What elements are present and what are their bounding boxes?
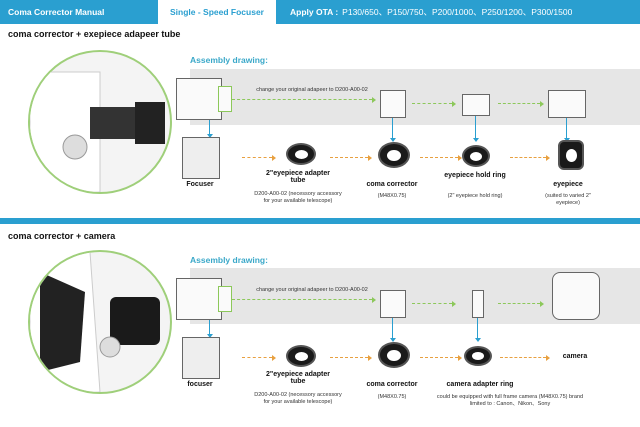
section1-arrow-3 <box>420 154 462 161</box>
section1-coma-part <box>378 142 410 168</box>
section1-hold-label: eyepiece hold ring <box>444 172 506 179</box>
section2-v-arrow-coma <box>389 318 396 342</box>
section1-eyepiece-label: eyepiece <box>553 181 583 188</box>
section2-focuser-label: focuser <box>187 381 213 388</box>
section1-v-arrow-hold <box>472 116 479 142</box>
section1-eyepiece-drawing <box>548 90 586 118</box>
section2-coma-label: coma corrector <box>366 381 418 388</box>
section1-coma-sub: (M48X0.75) <box>377 193 407 199</box>
section1-hold-drawing <box>462 94 490 116</box>
section1-v-arrow-coma <box>389 118 396 142</box>
section1-eyepiece-sub: (suited to varied 2" eyepiece) <box>545 193 591 206</box>
section1-adapter-highlight <box>218 86 232 112</box>
section2-assembly-title: Assembly drawing: <box>190 255 268 265</box>
section2-green-arrow-2 <box>412 300 456 307</box>
section1-v-arrow-focuser <box>206 120 213 138</box>
ota-label: Apply OTA : <box>290 7 339 17</box>
section2-arrow-3 <box>420 354 462 361</box>
section1-title: coma corrector + exepiece adapeer tube <box>8 29 181 39</box>
section1-focuser-drawing <box>176 78 222 120</box>
section1-green-arrow-2 <box>412 100 456 107</box>
section1-v-arrow-eyepiece <box>563 118 570 142</box>
manual-title: Coma Corrector Manual <box>8 7 105 17</box>
section2-v-arrow-focuser <box>206 320 213 338</box>
section2-ring-drawing <box>472 290 484 318</box>
section1-coma-drawing <box>380 90 406 118</box>
section2-green-arrow-3 <box>498 300 544 307</box>
section2-adapter-highlight <box>218 286 232 312</box>
section1-assembly-title: Assembly drawing: <box>190 55 268 65</box>
section2-adapter-label: 2"eyepiece adapter tube <box>265 371 331 385</box>
section2-adapter-sub: D200-A00-02 (necessory accessory for you… <box>254 392 342 405</box>
section1-coma-label: coma corrector <box>366 181 418 188</box>
section1-adapter-part <box>286 143 316 165</box>
section1-focuser-label: Focuser <box>186 181 214 188</box>
ota-info: Apply OTA :P130/650、P150/750、P200/1000、P… <box>276 6 572 18</box>
telescope-camera-illustration <box>30 252 160 392</box>
section1-green-arrow-3 <box>498 100 544 107</box>
section2-focuser-part <box>182 337 220 379</box>
ota-values: P130/650、P150/750、P200/1000、P250/1200、P3… <box>342 7 573 17</box>
section-divider <box>0 218 640 224</box>
focuser-tab: Single - Speed Focuser <box>158 0 276 24</box>
section2-adapter-part <box>286 345 316 367</box>
section1-adapter-label: 2"eyepiece adapter tube <box>265 170 331 184</box>
section1-hold-part <box>462 145 490 167</box>
section2-coma-drawing <box>380 290 406 318</box>
section1-focuser-part <box>182 137 220 179</box>
section1-hold-sub: (2" eyepiece hold ring) <box>447 193 503 199</box>
section2-arrow-4 <box>500 354 550 361</box>
section2-coma-sub: (M48X0.75) <box>377 394 407 400</box>
section1-green-arrow-1 <box>232 96 376 103</box>
section1-arrow-1 <box>242 154 276 161</box>
section2-change-note: change your original adapeer to D200-A00… <box>256 287 368 293</box>
section2-telescope-photo <box>28 250 172 394</box>
section1-arrow-2 <box>330 154 372 161</box>
section2-focuser-drawing <box>176 278 222 320</box>
section2-arrow-1 <box>242 354 276 361</box>
section1-adapter-sub: D200-A00-02 (necessory accessory for you… <box>254 191 342 204</box>
section2-camera-drawing <box>552 272 600 320</box>
section2-title: coma corrector + camera <box>8 231 116 241</box>
section1-arrow-4 <box>510 154 550 161</box>
section2-arrow-2 <box>330 354 372 361</box>
section1-change-note: change your original adapeer to D200-A00… <box>256 87 368 93</box>
section1-telescope-photo <box>28 50 172 194</box>
section2-ring-label: camera adapter ring <box>446 381 514 388</box>
header-bar: Coma Corrector Manual Single - Speed Foc… <box>0 0 640 24</box>
section2-camera-label: camera <box>562 353 588 360</box>
section1-eyepiece-part <box>558 140 584 170</box>
telescope-illustration <box>30 71 165 192</box>
section2-coma-part <box>378 342 410 368</box>
section2-ring-sub: could be equipped with full frame camera… <box>436 394 584 407</box>
section2-green-arrow-1 <box>232 296 376 303</box>
section2-ring-part <box>464 346 492 366</box>
section2-v-arrow-ring <box>474 318 481 342</box>
